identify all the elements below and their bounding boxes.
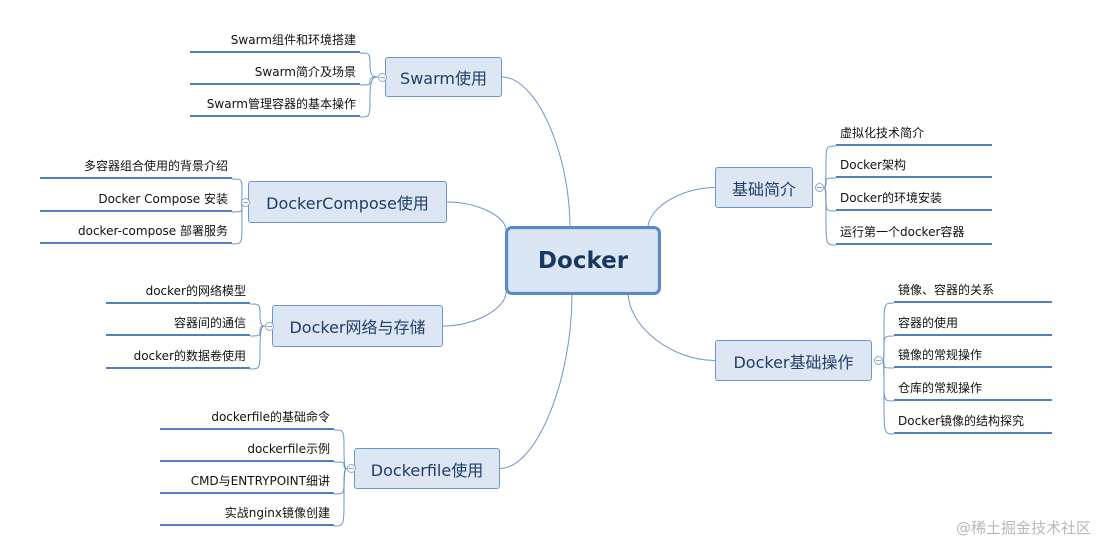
connector-operations-leaf-2 <box>882 360 895 369</box>
collapse-toggle-basics[interactable] <box>815 183 824 192</box>
connector-root-swarm <box>501 76 571 229</box>
subtopic-operations-1[interactable]: 容器的使用 <box>894 315 1052 336</box>
connector-swarm-leaf-0 <box>359 52 379 78</box>
collapse-toggle-swarm[interactable] <box>378 72 387 82</box>
topic-operations[interactable]: Docker基础操作 <box>715 340 872 381</box>
connector-operations-leaf-4 <box>882 360 895 435</box>
subtopic-network-1[interactable]: 容器间的通信 <box>106 315 250 336</box>
connector-root-basics <box>647 187 716 229</box>
collapse-toggle-dockerfile[interactable] <box>347 464 356 473</box>
connector-root-dockerfile <box>499 293 573 469</box>
subtopic-dockerfile-1[interactable]: dockerfile示例 <box>160 441 334 462</box>
connector-basics-leaf-3 <box>823 187 837 246</box>
connector-operations-leaf-1 <box>882 335 895 361</box>
subtopic-operations-0[interactable]: 镜像、容器的关系 <box>894 282 1052 303</box>
topic-network[interactable]: Docker网络与存储 <box>272 305 443 347</box>
subtopic-network-2[interactable]: docker的数据卷使用 <box>106 348 250 369</box>
subtopic-basics-2[interactable]: Docker的环境安装 <box>836 190 992 211</box>
connector-swarm-leaf-2 <box>359 76 379 118</box>
subtopic-operations-3[interactable]: 仓库的常规操作 <box>894 380 1052 401</box>
connector-network-leaf-0 <box>249 303 266 327</box>
subtopic-basics-3[interactable]: 运行第一个docker容器 <box>836 224 992 245</box>
topic-basics[interactable]: 基础简介 <box>715 167 813 208</box>
subtopic-compose-0[interactable]: 多容器组合使用的背景介绍 <box>40 158 232 179</box>
collapse-toggle-compose[interactable] <box>241 197 250 207</box>
subtopic-basics-1[interactable]: Docker架构 <box>836 157 992 178</box>
watermark: @稀土掘金技术社区 <box>955 519 1091 537</box>
topic-compose[interactable]: DockerCompose使用 <box>248 181 447 223</box>
subtopic-swarm-2[interactable]: Swarm管理容器的基本操作 <box>190 96 360 117</box>
subtopic-operations-2[interactable]: 镜像的常规操作 <box>894 347 1052 368</box>
subtopic-dockerfile-3[interactable]: 实战nginx镜像创建 <box>160 505 334 526</box>
connector-operations-leaf-0 <box>882 302 895 361</box>
topic-dockerfile[interactable]: Dockerfile使用 <box>354 448 500 489</box>
subtopic-swarm-0[interactable]: Swarm组件和环境搭建 <box>190 32 360 53</box>
connector-root-network <box>442 291 507 327</box>
connector-compose-leaf-2 <box>231 201 243 245</box>
subtopic-swarm-1[interactable]: Swarm简介及场景 <box>190 64 360 85</box>
connector-root-compose <box>446 201 507 231</box>
connector-dockerfile-leaf-3 <box>333 468 348 527</box>
connector-dockerfile-leaf-0 <box>333 429 348 469</box>
collapse-toggle-network[interactable] <box>265 321 274 331</box>
connector-root-operations <box>627 291 716 361</box>
central-topic-docker[interactable]: Docker <box>505 226 661 295</box>
connector-compose-leaf-0 <box>231 178 243 203</box>
subtopic-operations-4[interactable]: Docker镜像的结构探究 <box>894 413 1052 434</box>
subtopic-basics-0[interactable]: 虚拟化技术简介 <box>836 125 992 146</box>
connector-swarm-leaf-1 <box>359 76 379 86</box>
connector-network-leaf-2 <box>249 325 266 370</box>
topic-swarm[interactable]: Swarm使用 <box>385 57 502 97</box>
subtopic-dockerfile-2[interactable]: CMD与ENTRYPOINT细讲 <box>160 473 334 494</box>
subtopic-compose-1[interactable]: Docker Compose 安装 <box>40 191 232 212</box>
collapse-toggle-operations[interactable] <box>874 356 883 365</box>
subtopic-dockerfile-0[interactable]: dockerfile的基础命令 <box>160 409 334 430</box>
subtopic-compose-2[interactable]: docker-compose 部署服务 <box>40 223 232 244</box>
subtopic-network-0[interactable]: docker的网络模型 <box>106 283 250 304</box>
